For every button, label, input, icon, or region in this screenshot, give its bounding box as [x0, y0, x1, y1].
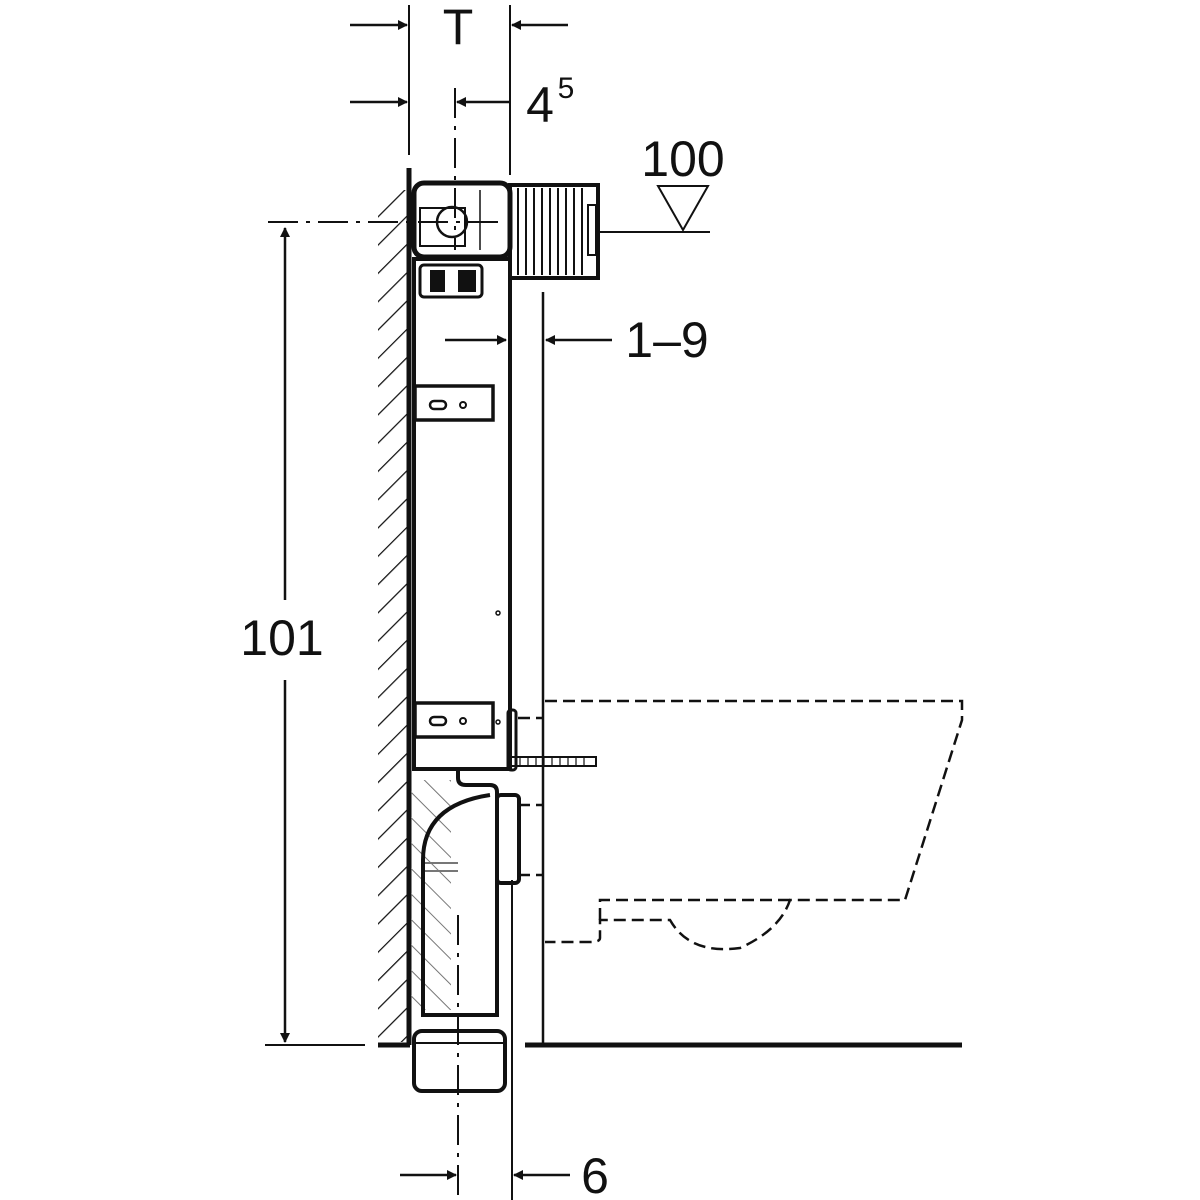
- level-label: 100: [641, 131, 724, 187]
- dimension-offset: 4 5: [350, 72, 574, 133]
- extension-lines: [265, 5, 710, 1200]
- wall-gap-label: 1–9: [625, 312, 708, 368]
- dimension-height: 101: [240, 227, 324, 1043]
- dimension-wall-gap: 1–9: [445, 312, 709, 368]
- height-label: 101: [240, 610, 323, 666]
- masonry-wall: [378, 168, 412, 1045]
- offset-superscript: 5: [558, 72, 575, 105]
- drain-pipe: [411, 770, 521, 1093]
- cistern-top: [411, 180, 513, 260]
- mounting-bolt: [506, 708, 597, 772]
- dimension-depth: T: [350, 0, 568, 55]
- frame-body: [412, 257, 512, 771]
- level-marker: 100: [641, 131, 725, 233]
- center-lines: [268, 88, 500, 1200]
- tank-element: [508, 183, 600, 280]
- depth-label: T: [443, 0, 474, 55]
- dimension-bottom-offset: 6: [400, 1148, 609, 1200]
- offset-label: 4: [526, 77, 554, 133]
- wc-outline-dashed: [518, 699, 964, 951]
- bottom-offset-label: 6: [581, 1148, 609, 1200]
